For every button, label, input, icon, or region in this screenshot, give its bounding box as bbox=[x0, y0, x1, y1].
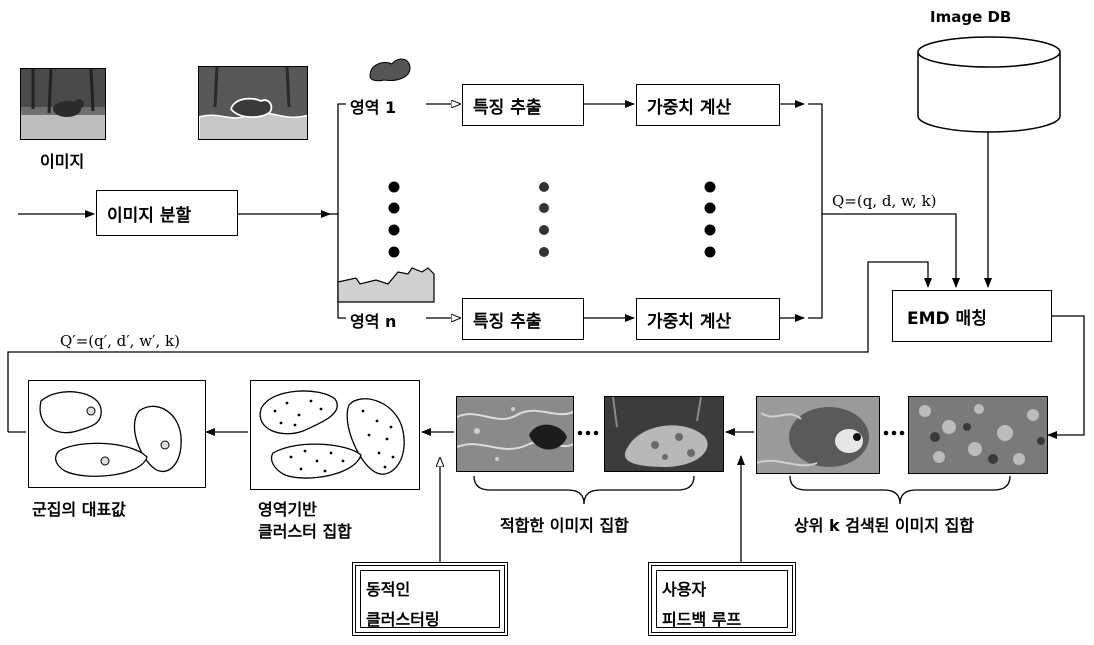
segmented-photo bbox=[198, 66, 308, 140]
relevant-image-1 bbox=[456, 396, 574, 472]
weight-calculation-box-n: 가중치 계산 bbox=[636, 298, 780, 340]
feature-extraction-box-1: 특징 추출 bbox=[462, 84, 584, 126]
region-n-label: 영역 n bbox=[350, 312, 397, 331]
cluster-representative-panel bbox=[28, 380, 206, 488]
query-formula: Q=(q, d, w, k) bbox=[832, 192, 937, 210]
region-cluster-set-panel bbox=[250, 380, 420, 490]
image-label: 이미지 bbox=[40, 152, 85, 171]
emd-matching-box: EMD 매칭 bbox=[892, 290, 1052, 342]
top-k-image-2 bbox=[908, 396, 1048, 474]
user-feedback-label-1: 사용자 bbox=[662, 580, 707, 599]
image-db-label: Image DB bbox=[930, 8, 1012, 26]
top-k-image-1 bbox=[756, 396, 880, 474]
query-arrow bbox=[822, 213, 960, 288]
weight-calculation-box-1: 가중치 계산 bbox=[636, 84, 780, 126]
region-cluster-set-label-2: 클러스터 집합 bbox=[258, 522, 352, 541]
animal-in-forest-photo bbox=[20, 68, 106, 140]
user-feedback-box: 사용자 피드백 루프 bbox=[648, 562, 796, 636]
topk-set-brace bbox=[789, 475, 1011, 505]
emd-out-arrow bbox=[1047, 315, 1085, 439]
database-cylinder-icon bbox=[914, 34, 1064, 134]
region-splitter bbox=[337, 103, 346, 319]
image-segmentation-box: 이미지 분할 bbox=[96, 190, 238, 236]
region-cluster-set-label-1: 영역기반 bbox=[258, 500, 317, 519]
relevant-image-2 bbox=[604, 396, 724, 472]
weight-dots bbox=[704, 181, 716, 258]
dynamic-clustering-box: 동적인 클러스터링 bbox=[352, 562, 508, 636]
dynamic-clustering-label-2: 클러스터링 bbox=[366, 610, 440, 629]
ground-region-blob bbox=[336, 264, 436, 304]
feature-dots bbox=[539, 182, 549, 257]
query-prime-arrow bbox=[7, 261, 932, 432]
user-feedback-label-2: 피드백 루프 bbox=[662, 610, 742, 629]
region-dots-left bbox=[388, 181, 400, 258]
region-1-label: 영역 1 bbox=[350, 98, 397, 117]
cluster-representative-label: 군집의 대표값 bbox=[32, 500, 126, 519]
relevant-set-brace bbox=[473, 475, 695, 505]
top-k-image-set-label: 상위 k 검색된 이미지 집합 bbox=[794, 516, 975, 535]
dynamic-clustering-label-1: 동적인 bbox=[366, 580, 411, 599]
query-prime-formula: Q′=(q′, d′, w′, k) bbox=[60, 332, 180, 350]
merge-bracket bbox=[808, 103, 823, 319]
relevant-image-set-label: 적합한 이미지 집합 bbox=[500, 516, 629, 535]
feature-extraction-box-n: 특징 추출 bbox=[462, 298, 584, 340]
animal-region-blob bbox=[366, 50, 414, 86]
